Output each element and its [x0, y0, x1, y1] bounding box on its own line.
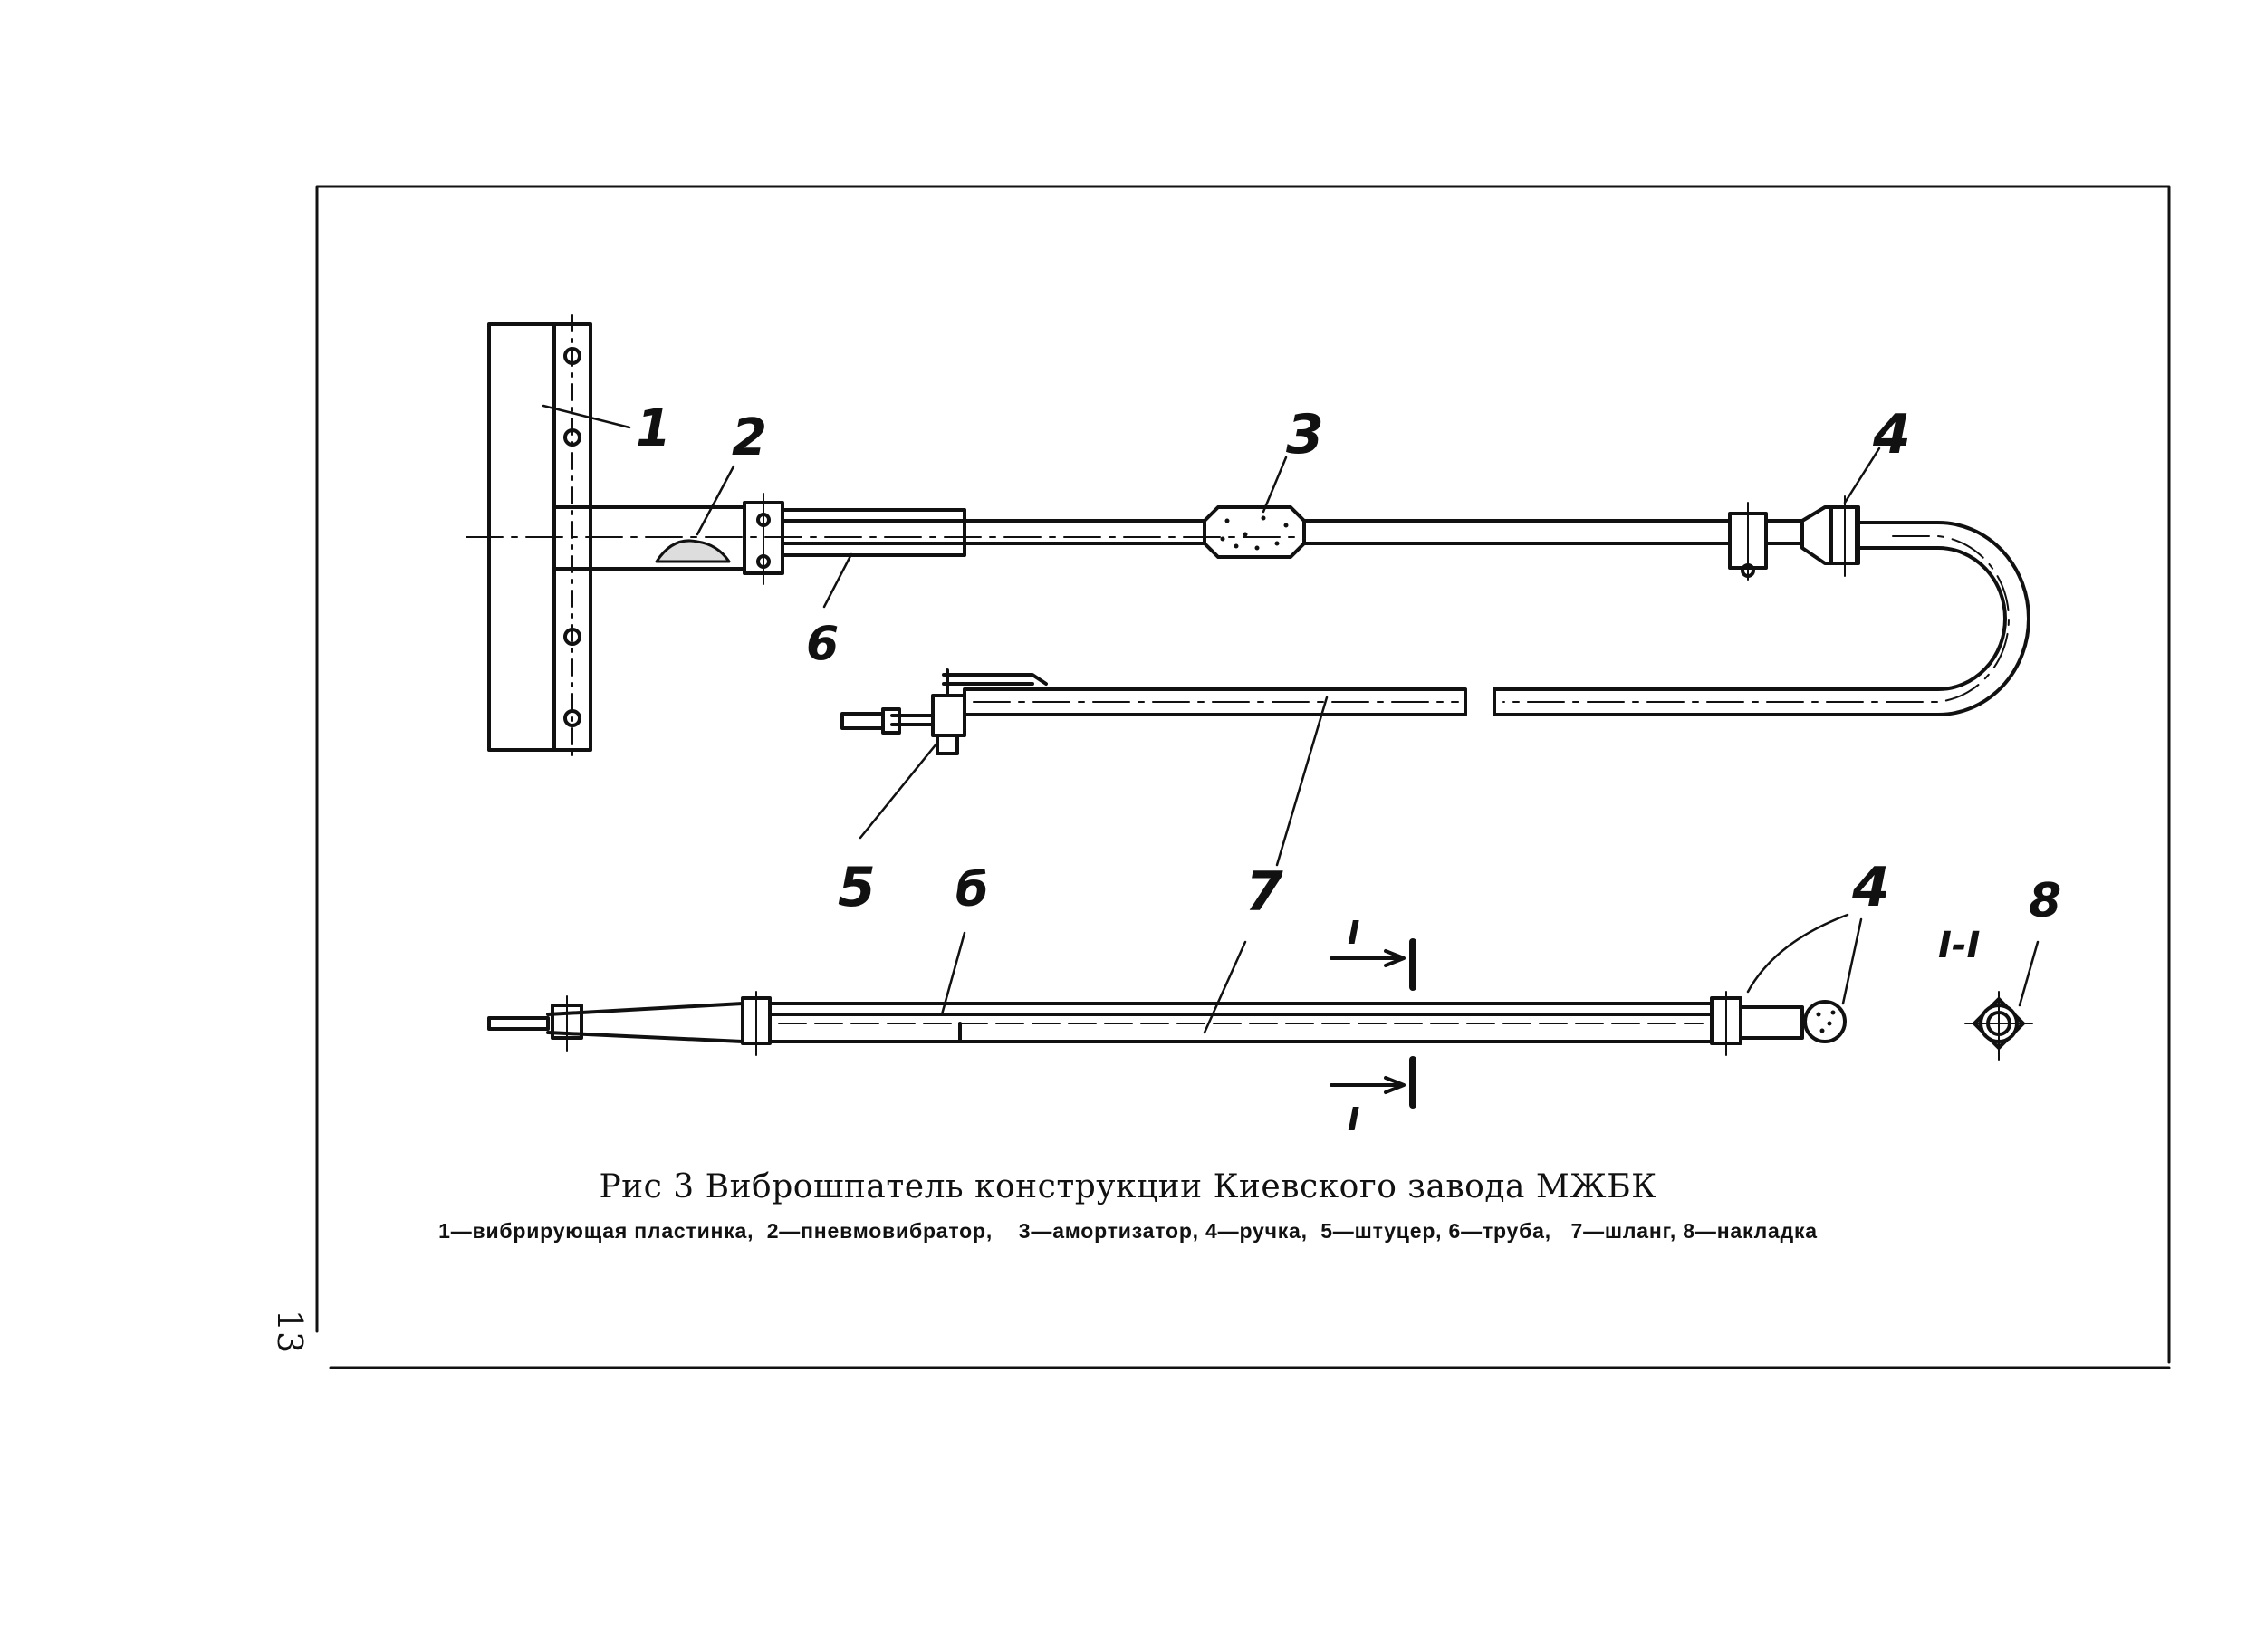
callout-pipe-top: 6 — [806, 617, 839, 671]
callout-plate: 1 — [636, 399, 671, 458]
callout-pad: 8 — [2029, 874, 2061, 928]
handle-top-view — [1800, 495, 1860, 577]
hose-bend-axis — [1502, 535, 2010, 703]
pipe-section-b — [1302, 519, 1732, 545]
hose-bend — [1493, 521, 2030, 716]
figure-title: Рис 3 Виброшпатель конструкции Киевского… — [599, 1168, 1657, 1205]
section-marks — [1330, 938, 1416, 1109]
cross-section — [1964, 991, 2033, 1061]
pipe-section-c — [1764, 519, 1804, 545]
section-mark-bottom: I — [1348, 1101, 1359, 1138]
pipe-clamp-front — [743, 493, 784, 585]
section-mark-top: I — [1348, 915, 1359, 952]
fitting-valve — [840, 668, 1048, 755]
callout-hose-top: 7 — [1245, 860, 1283, 924]
pipe-sleeve — [781, 508, 966, 557]
shock-absorber — [1203, 505, 1306, 559]
callout-vibrator: 2 — [732, 408, 767, 467]
callout-pipe-side: б — [955, 863, 988, 917]
callout-shock-absorber: 3 — [1286, 403, 1324, 466]
figure-legend: 1—вибрирующая пластинка, 2—пневмовибрато… — [438, 1219, 1818, 1243]
leader-lines — [542, 404, 2040, 1034]
side-view — [487, 991, 1847, 1056]
callout-handle-top: 4 — [1872, 403, 1911, 466]
pipe-section-a — [963, 519, 1206, 545]
hose-straight — [963, 687, 1496, 716]
callout-fitting: 5 — [838, 856, 876, 919]
pipe-clamp-rear — [1728, 502, 1768, 581]
page-number: 13 — [270, 1309, 310, 1354]
frame-border — [315, 185, 2171, 1369]
callout-handle-side: 4 — [1851, 856, 1890, 919]
section-label: I-I — [1938, 925, 1980, 966]
